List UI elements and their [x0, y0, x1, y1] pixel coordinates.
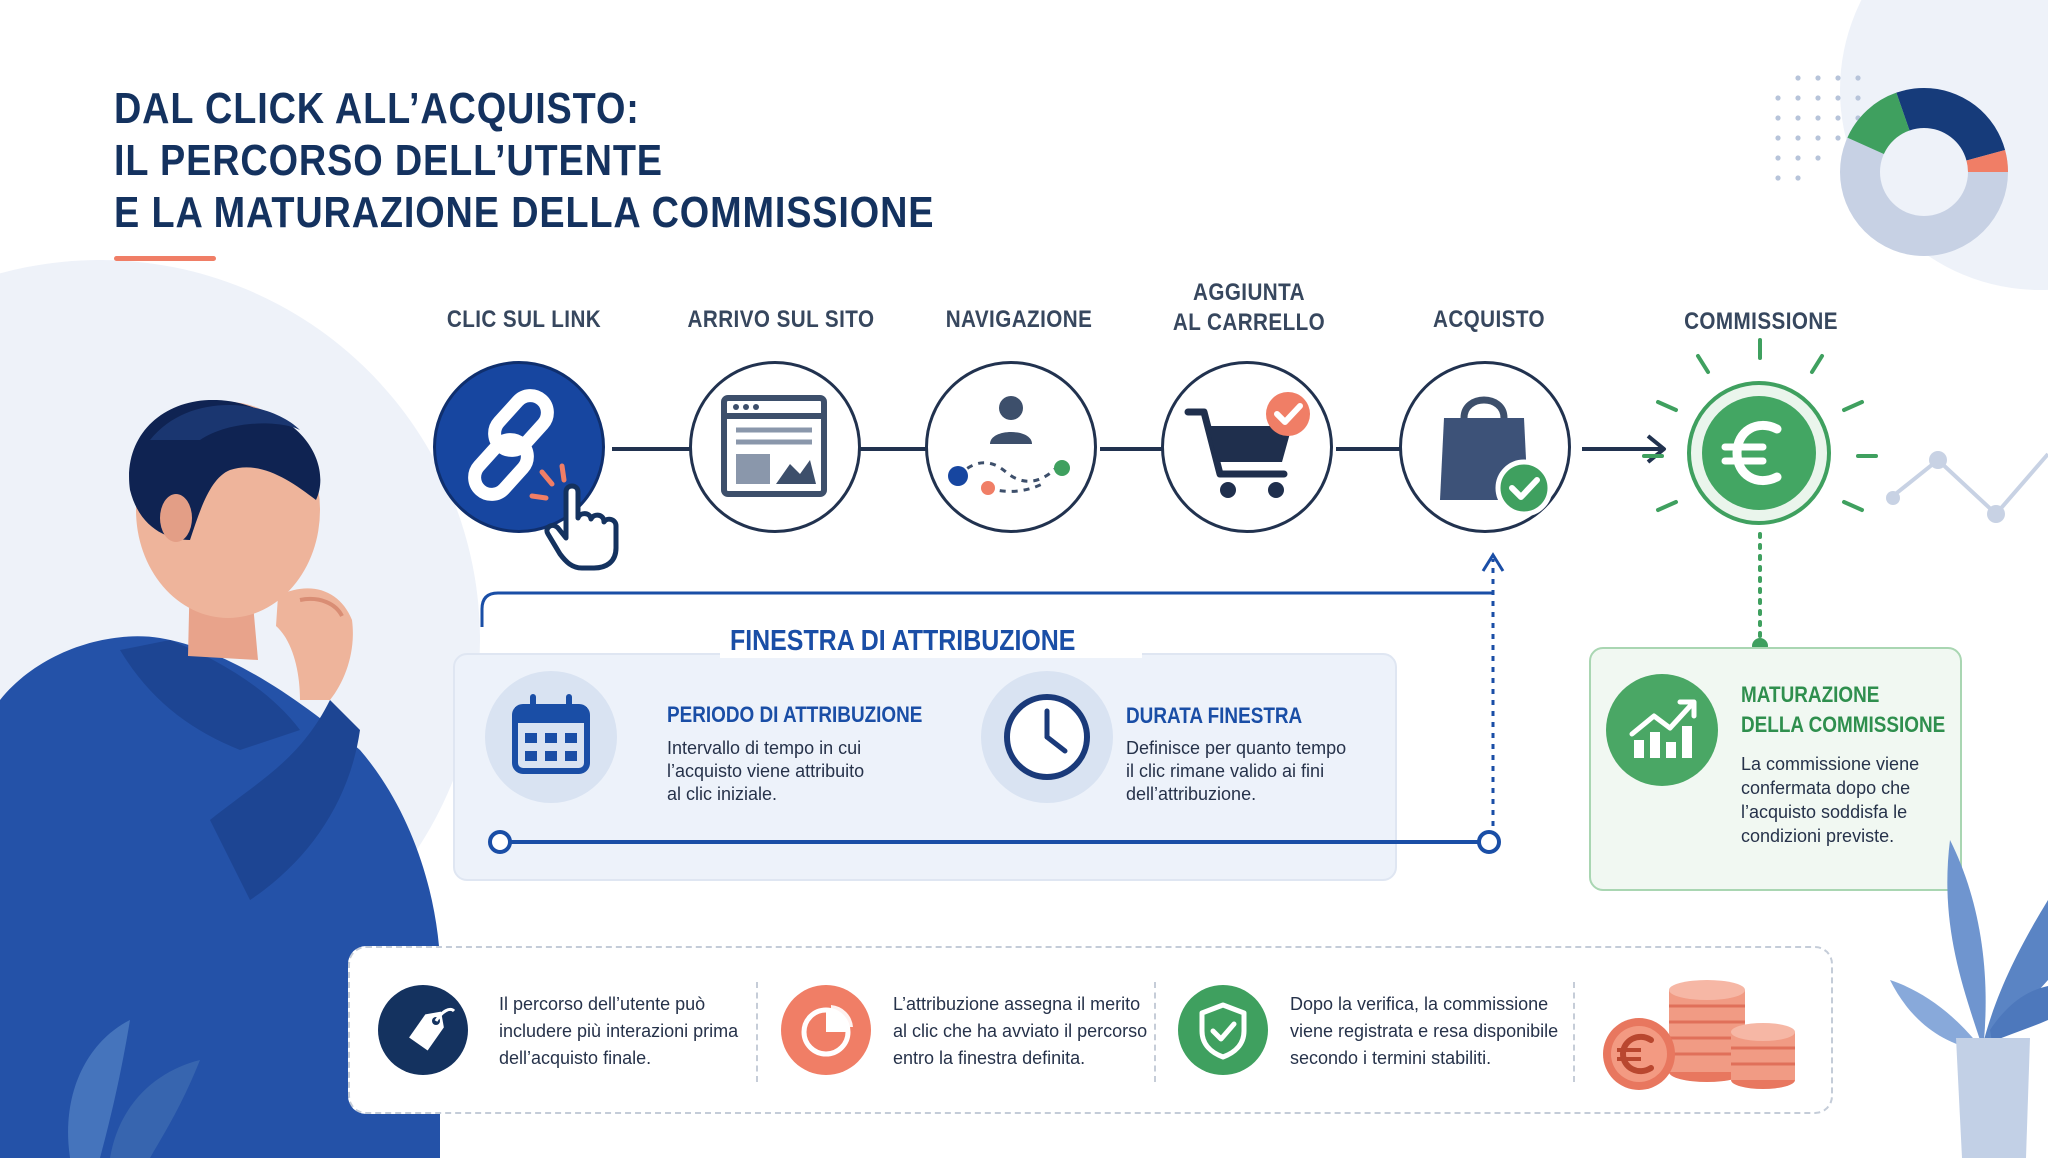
euro-coins-icon [1603, 980, 1795, 1090]
calendar-icon-disc [485, 671, 617, 803]
step-label-commissione: COMMISSIONE [1684, 308, 1838, 335]
maturation-text: La commissione viene confermata dopo che… [1741, 754, 1920, 846]
step-circle-carrello [1161, 361, 1333, 533]
growth-chart-icon [1629, 699, 1697, 758]
step-circle-acquisto [1399, 361, 1571, 533]
step-label-navigazione: NAVIGAZIONE [945, 306, 1093, 333]
price-tag-icon-disc [378, 985, 468, 1075]
maturation-title: MATURAZIONE DELLA COMMISSIONE [1741, 682, 1946, 737]
donut-chart-decoration [1840, 88, 2008, 256]
connector-1 [612, 447, 690, 451]
shield-check-icon-disc [1178, 985, 1268, 1075]
browser-window-icon [721, 395, 827, 497]
connector-3 [1100, 447, 1166, 451]
connector-2 [860, 447, 930, 451]
attribution-timeline [488, 830, 1501, 854]
title-line-3: E LA MATURAZIONE DELLA COMMISSIONE [114, 188, 935, 237]
note-3-text: Dopo la verifica, la commissione viene r… [1290, 994, 1559, 1068]
calendar-icon [512, 694, 590, 774]
pie-chart-icon [801, 1005, 853, 1057]
clock-icon [1004, 694, 1090, 780]
pie-chart-icon-disc [781, 985, 871, 1075]
shopping-bag-icon [1440, 396, 1553, 517]
clock-icon-disc [981, 671, 1113, 803]
euro-icon [1721, 420, 1782, 486]
plant-decoration [1890, 840, 2048, 1158]
user-path-icon [948, 396, 1070, 495]
thinking-person-illustration [0, 400, 441, 1158]
note-1-text: Il percorso dell’utente può includere pi… [499, 994, 739, 1068]
duration-title: DURATA FINESTRA [1126, 703, 1303, 728]
period-title: PERIODO DI ATTRIBUZIONE [667, 702, 923, 727]
shopping-cart-icon [1184, 392, 1310, 498]
connector-4 [1336, 447, 1404, 451]
attribution-title: FINESTRA DI ATTRIBUZIONE [720, 625, 1142, 658]
note-divider-2 [1154, 982, 1156, 1082]
note-divider-3 [1573, 982, 1575, 1082]
shield-check-icon [1199, 1002, 1247, 1060]
price-tag-icon [409, 1007, 456, 1051]
step-label-arrivo: ARRIVO SUL SITO [687, 306, 875, 333]
step-label-clic: CLIC SUL LINK [446, 306, 602, 333]
step-circle-commissione [1687, 381, 1831, 525]
step-label-acquisto: ACQUISTO [1432, 306, 1545, 333]
pointer-hand-icon [529, 463, 619, 571]
note-2-text: L’attribuzione assegna il merito al clic… [893, 994, 1148, 1068]
duration-text: Definisce per quanto tempo il clic riman… [1126, 738, 1347, 804]
commission-dotted-link [1752, 532, 1768, 654]
step-circle-navigazione [925, 361, 1097, 533]
step-circle-arrivo [689, 361, 861, 533]
period-text: Intervallo di tempo in cui l’acquisto vi… [667, 738, 865, 804]
title-line-1: DAL CLICK ALL’ACQUISTO: [114, 84, 640, 133]
growth-icon-disc [1606, 674, 1718, 786]
commission-glow-rays [1642, 338, 1878, 512]
attribution-window-lines [480, 552, 1505, 837]
title-underline [114, 256, 216, 261]
note-divider-1 [756, 982, 758, 1082]
bottom-notes-card [348, 946, 1833, 1114]
link-icon [468, 389, 554, 501]
title-line-2: IL PERCORSO DELL’UTENTE [114, 136, 663, 185]
